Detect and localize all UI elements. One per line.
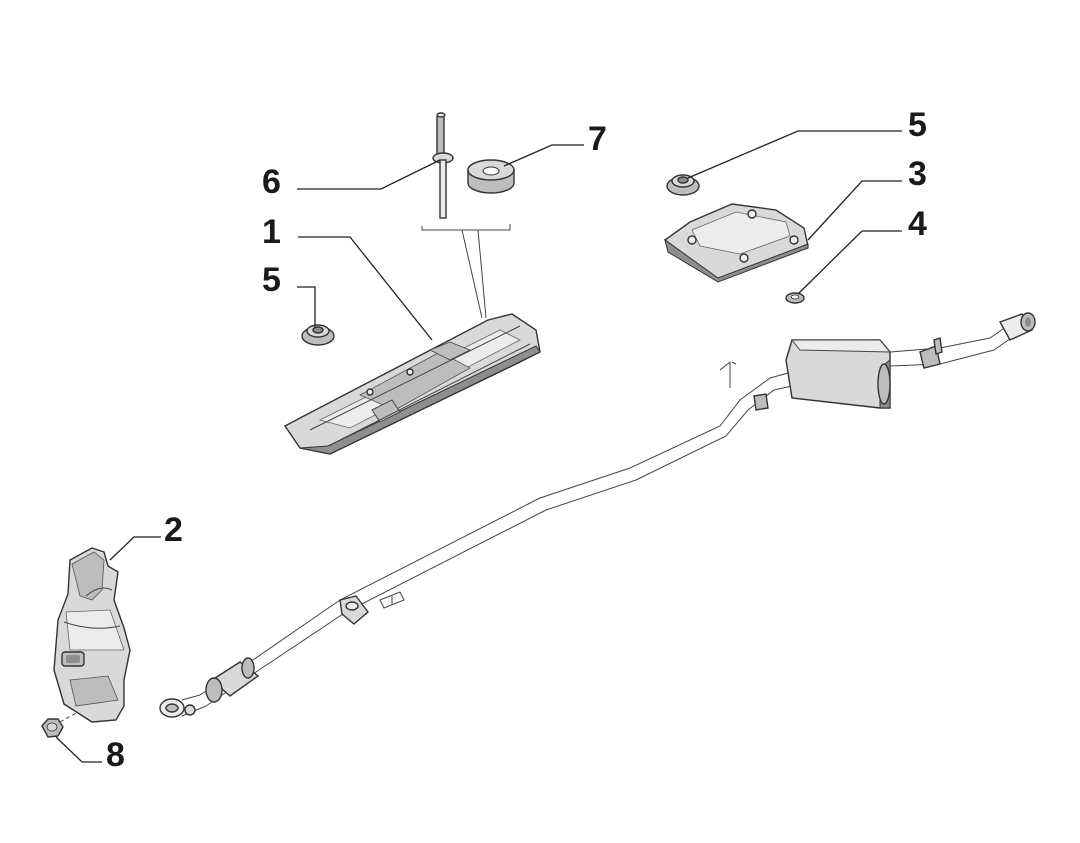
heat-shield-part-3[interactable] xyxy=(663,203,809,283)
leader-line-8 xyxy=(55,736,102,763)
callout-3: 3 xyxy=(908,155,927,193)
callout-numbers: 6 7 1 5 5 3 4 2 8 xyxy=(106,106,927,774)
assembly-indicator-lines xyxy=(421,224,511,319)
leader-line-3 xyxy=(807,180,902,241)
washer-part-4[interactable] xyxy=(785,292,805,304)
rivet-part-6[interactable] xyxy=(432,112,454,219)
callout-6: 6 xyxy=(262,163,281,201)
nut-part-8[interactable] xyxy=(41,711,79,738)
callout-7: 7 xyxy=(588,120,607,158)
heat-shield-part-1[interactable] xyxy=(283,313,541,455)
heat-shield-part-2[interactable] xyxy=(53,547,131,723)
leader-lines xyxy=(55,130,902,763)
nut-part-5-left[interactable] xyxy=(301,324,335,346)
callout-5-left: 5 xyxy=(262,261,281,299)
leader-line-5-left xyxy=(297,286,316,327)
washer-part-7[interactable] xyxy=(467,159,515,194)
leader-line-4 xyxy=(797,230,902,295)
callout-4: 4 xyxy=(908,205,927,243)
leader-line-7 xyxy=(503,144,584,167)
exhaust-pipe-assembly[interactable] xyxy=(159,312,1036,718)
callout-1: 1 xyxy=(262,213,281,251)
leader-line-5-right xyxy=(687,130,902,179)
callout-5-right: 5 xyxy=(908,106,927,144)
callout-8: 8 xyxy=(106,736,125,774)
nut-part-5-right[interactable] xyxy=(666,174,700,196)
leader-line-6 xyxy=(297,159,441,190)
callout-2: 2 xyxy=(164,511,183,549)
leader-line-1 xyxy=(298,236,433,341)
leader-line-2 xyxy=(109,536,161,561)
